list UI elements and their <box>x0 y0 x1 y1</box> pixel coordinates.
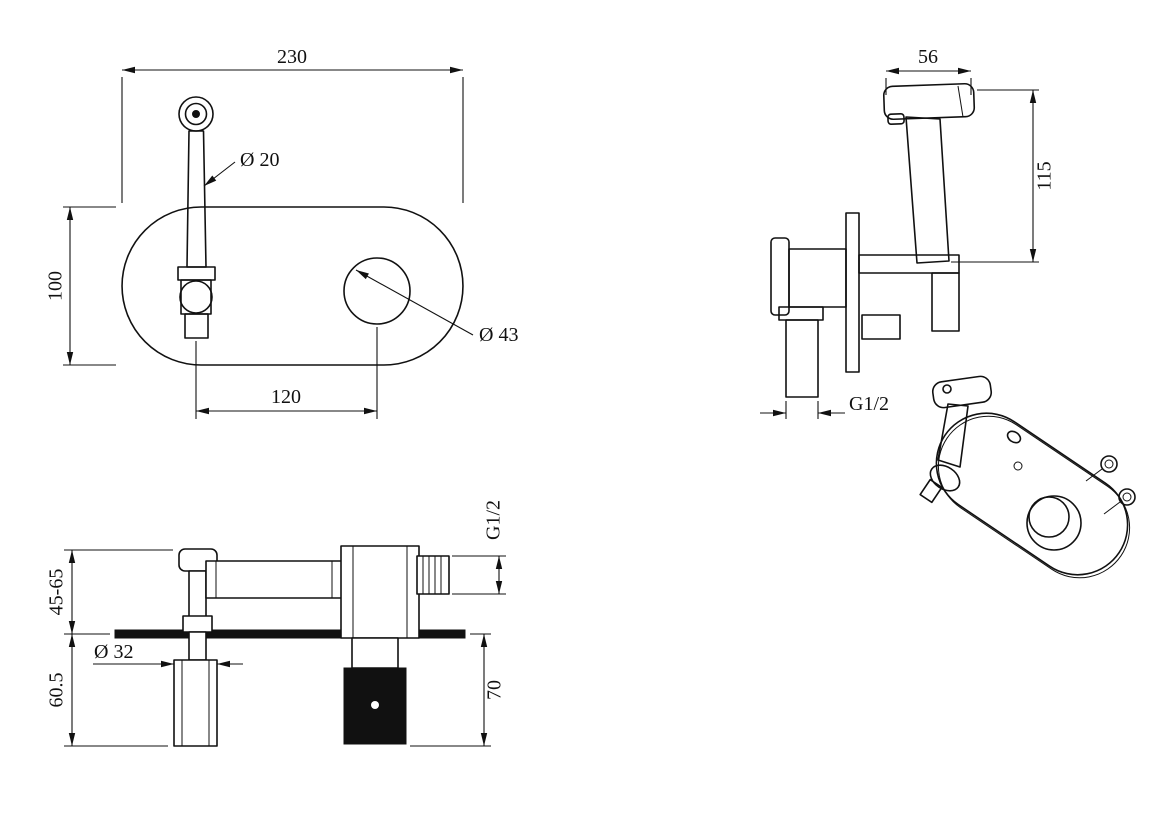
inlet-fitting-bottom-stem <box>1103 501 1121 515</box>
sprayer-head-iso <box>931 375 993 409</box>
connecting-bar <box>205 560 343 599</box>
sprayer-nozzle-line <box>957 85 964 118</box>
ext-lines-inlet-thread <box>785 401 819 419</box>
valve-bleed-hole <box>371 701 379 709</box>
sprayer-head-dot-iso <box>942 384 952 394</box>
ext-lines-center-spacing <box>195 327 378 419</box>
dim-label-overall-height: 115 <box>1034 161 1056 190</box>
valve-section <box>340 545 450 745</box>
outlet-connector <box>416 555 450 595</box>
dim-label-outlet-thread: G1/2 <box>483 500 505 540</box>
mounting-plate-outline <box>121 206 464 366</box>
side-view: 56 115 G1/2 <box>760 46 1056 419</box>
holder-socket-iso <box>929 464 961 492</box>
handle-knob-top <box>1028 496 1070 538</box>
sprayer-handle <box>905 116 950 264</box>
shower-head-inner-circle <box>184 102 208 126</box>
holder-through-wall-stem <box>188 631 207 661</box>
plate-top-stub <box>1006 430 1022 444</box>
dim-label-head-width: 56 <box>918 46 938 68</box>
wall-escutcheon-side <box>845 212 860 373</box>
holder-socket-tube <box>173 659 218 747</box>
ext-lines-plate-height <box>63 206 116 366</box>
holder-ball <box>179 280 213 314</box>
ext-lines-wall-depth <box>64 549 173 635</box>
shower-handle-tube <box>186 130 207 268</box>
plate-screw-dot <box>1013 461 1023 471</box>
sprayer-trigger <box>887 113 905 125</box>
dim-label-center-spacing: 120 <box>271 386 301 408</box>
inlet-flange <box>778 306 824 321</box>
installation-view: G1/2 45-65 60.5 Ø 32 70 <box>46 500 506 747</box>
ext-lines-head-width <box>885 78 972 95</box>
dim-label-body-depth: 70 <box>484 680 506 700</box>
dim-label-plate-height: 100 <box>45 271 67 301</box>
dim-label-hole-diameter: Ø 43 <box>479 324 518 346</box>
plate-iso-outline <box>935 412 1129 576</box>
valve-main-body <box>340 545 420 639</box>
valve-rough-in-body <box>343 667 407 745</box>
dim-label-spout-diameter: Ø 20 <box>240 149 279 171</box>
hand-shower-iso <box>919 375 993 504</box>
valve-body-side <box>788 248 847 308</box>
holder-lower-stub <box>184 313 209 339</box>
holder-bracket <box>931 272 960 332</box>
dim-label-wall-depth: 45-65 <box>46 569 68 616</box>
dim-label-inlet-thread: G1/2 <box>849 393 889 415</box>
dim-label-below-wall: 60.5 <box>46 673 68 708</box>
rear-port <box>861 314 901 340</box>
rear-inlets-iso <box>1006 430 1136 515</box>
inlet-fitting-bottom <box>1118 488 1136 506</box>
shower-head-nozzle-dot <box>192 110 200 118</box>
hand-shower-front <box>177 96 216 339</box>
leader-hole-diameter <box>355 269 474 336</box>
ext-lines-overall-height <box>951 89 1039 263</box>
ext-lines-body-depth <box>410 633 491 747</box>
front-view: 230 100 120 Ø 20 Ø 43 <box>45 46 518 419</box>
handle-knob-outer <box>1026 495 1082 551</box>
sprayer-handle-iso <box>937 403 969 468</box>
holder-arm <box>858 254 960 274</box>
valve-left-cap <box>770 237 790 316</box>
holder-socket-inner-lines <box>181 660 210 746</box>
ext-lines-outlet-thread <box>452 555 506 595</box>
dim-label-pipe-diameter: Ø 32 <box>94 641 133 663</box>
plate-depth-outline <box>937 415 1131 579</box>
side-dimensions: 56 115 G1/2 <box>760 46 1056 419</box>
wall-plate-edge <box>114 629 466 639</box>
holder-wall-collar <box>182 615 213 633</box>
inlet-pipe <box>785 319 819 398</box>
handle-hole <box>343 257 411 325</box>
isometric-view <box>919 375 1136 579</box>
installation-dimensions: G1/2 45-65 60.5 Ø 32 70 <box>46 500 506 747</box>
valve-through-wall-stem <box>351 637 399 669</box>
connecting-bar-end-lines <box>215 561 333 598</box>
holder-clip-iso <box>919 478 943 504</box>
leader-spout-diameter <box>203 161 236 187</box>
dim-label-plate-width: 230 <box>277 46 307 68</box>
holder-flange <box>177 266 216 281</box>
holder-stem <box>188 570 207 619</box>
inlet-fitting-top-stem <box>1085 468 1103 482</box>
front-dimensions: 230 100 120 Ø 20 Ø 43 <box>45 46 518 419</box>
inlet-fitting-top <box>1100 455 1118 473</box>
inlet-fitting-top-inner <box>1104 459 1114 469</box>
outlet-thread-hatch <box>422 556 442 594</box>
inlet-fitting-bottom-inner <box>1122 492 1132 502</box>
valve-body-inner-lines <box>352 546 408 638</box>
ext-lines-plate-width <box>121 77 464 203</box>
